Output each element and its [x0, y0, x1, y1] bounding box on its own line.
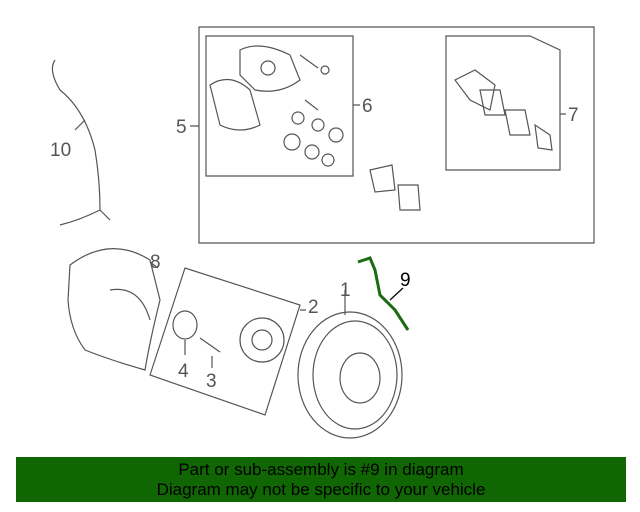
caliper-icon — [209, 45, 301, 131]
pad-subbox — [445, 35, 561, 171]
banner-line-1: Part or sub-assembly is #9 in diagram — [178, 460, 464, 479]
hub-group-box — [149, 267, 301, 416]
label-4: 4 — [178, 361, 189, 382]
caliper-group-box — [198, 26, 595, 244]
caliper-seals-icon — [283, 54, 344, 167]
wheel-hub-icon — [239, 317, 285, 363]
label-9: 9 — [400, 270, 411, 291]
seal-ring-icon — [172, 310, 198, 340]
hub-bolt-icon — [199, 337, 221, 353]
label-5: 5 — [176, 117, 187, 138]
label-3: 3 — [206, 371, 217, 392]
banner-line-2: Diagram may not be specific to your vehi… — [156, 480, 486, 499]
info-banner: Part or sub-assembly is #9 in diagram Di… — [16, 457, 626, 502]
label-7: 7 — [568, 105, 579, 126]
dust-shield-icon — [67, 248, 161, 371]
label-8: 8 — [150, 252, 161, 273]
abs-sensor-icon — [51, 59, 111, 226]
label-6: 6 — [362, 96, 373, 117]
brake-pads-icon — [369, 69, 553, 211]
label-2: 2 — [308, 297, 319, 318]
brake-rotor-icon — [297, 290, 403, 439]
label-10: 10 — [50, 140, 71, 161]
caliper-subbox — [205, 35, 354, 177]
brake-hose-icon — [357, 256, 410, 331]
label-1: 1 — [340, 280, 351, 301]
